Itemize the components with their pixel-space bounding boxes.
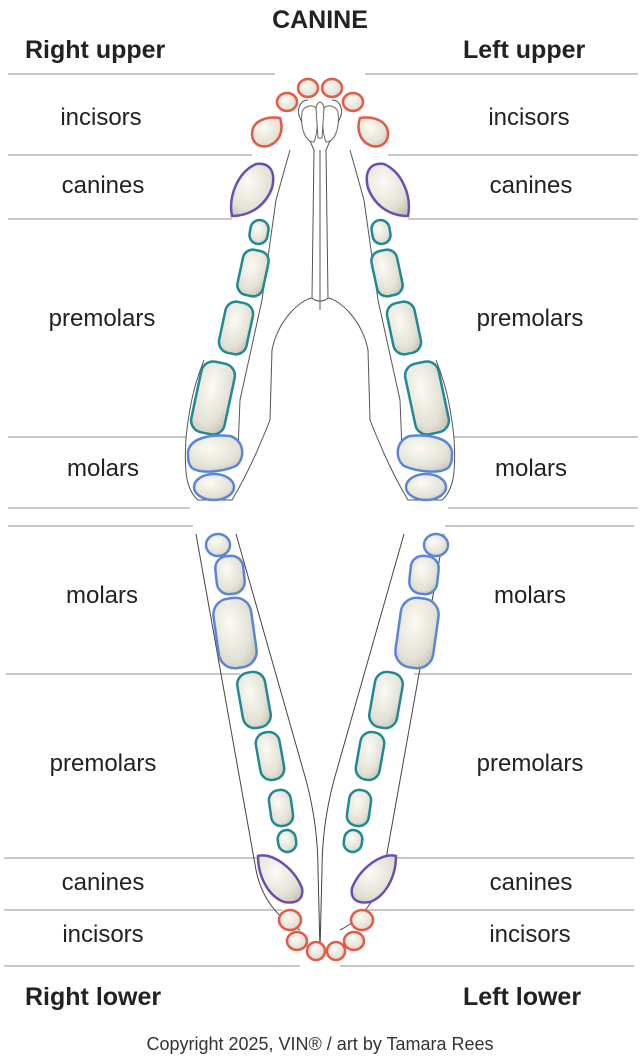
- tooth-ur-molar-1: [186, 434, 244, 473]
- label-lr-premolars: premolars: [49, 750, 157, 777]
- label-ul-premolars: premolars: [476, 305, 584, 332]
- lower-incisors: [277, 908, 375, 962]
- tooth-ul-incisor-3: [357, 116, 390, 148]
- tooth-ul-premolar-3: [385, 300, 423, 356]
- tooth-ll-premolar-1: [342, 828, 364, 854]
- tooth-ll-molar-3: [394, 596, 440, 670]
- tooth-ll-premolar-2: [345, 788, 373, 828]
- tooth-ul-premolar-4: [403, 360, 451, 436]
- tooth-lr-molar-3: [212, 596, 258, 670]
- upper-left-incisors: [320, 77, 390, 148]
- lower-jaw-outline: [195, 533, 445, 951]
- tooth-ll-premolar-4: [368, 670, 404, 730]
- tooth-ur-premolar-4: [189, 360, 237, 436]
- upper-molars: [186, 434, 454, 502]
- tooth-ul-canine: [365, 162, 411, 218]
- tooth-ur-premolar-1: [248, 218, 270, 246]
- tooth-lr-incisor-1: [305, 940, 327, 962]
- upper-canines: [229, 162, 411, 218]
- tooth-ll-incisor-3: [349, 908, 375, 932]
- copyright-text: Copyright 2025, VIN® / art by Tamara Ree…: [146, 1034, 494, 1054]
- header-right-lower: Right lower: [25, 983, 162, 1011]
- divider-lines: [4, 73, 638, 967]
- palate-incisor-outline: [301, 101, 339, 143]
- tooth-lr-canine: [256, 854, 304, 904]
- tooth-ll-molar-2: [408, 554, 440, 596]
- tooth-ul-incisor-2: [341, 91, 365, 113]
- tooth-ll-incisor-2: [342, 930, 366, 952]
- tooth-ur-incisor-1: [296, 77, 320, 99]
- header-left-lower: Left lower: [463, 983, 582, 1011]
- tooth-lr-premolar-2: [267, 788, 295, 828]
- chart-title: CANINE: [272, 6, 368, 34]
- tooth-ur-premolar-2: [236, 248, 270, 298]
- tooth-ll-canine: [350, 854, 398, 904]
- label-ll-molars: molars: [493, 582, 566, 609]
- tooth-lr-premolar-1: [276, 828, 298, 854]
- tooth-ul-molar-1: [396, 434, 454, 473]
- label-lr-canines: canines: [61, 869, 145, 896]
- tooth-ur-incisor-3: [250, 116, 283, 148]
- tooth-ul-molar-2: [404, 472, 448, 502]
- tooth-lr-premolar-3: [254, 730, 286, 782]
- label-ur-premolars: premolars: [48, 305, 156, 332]
- lower-premolars: [236, 670, 404, 854]
- label-ll-canines: canines: [489, 869, 573, 896]
- tooth-lr-incisor-3: [277, 908, 303, 932]
- tooth-ll-premolar-3: [354, 730, 386, 782]
- tooth-ur-molar-2: [192, 472, 236, 502]
- label-ur-molars: molars: [66, 455, 139, 482]
- tooth-lr-molar-1: [204, 532, 232, 558]
- tooth-lr-premolar-4: [236, 670, 272, 730]
- tooth-ur-premolar-3: [217, 300, 255, 356]
- label-ll-incisors: incisors: [489, 921, 571, 948]
- label-ur-canines: canines: [61, 172, 145, 199]
- tooth-lr-molar-2: [214, 554, 246, 596]
- label-ul-molars: molars: [494, 455, 567, 482]
- upper-jaw-outline: [184, 99, 456, 501]
- tooth-ul-premolar-2: [370, 248, 404, 298]
- label-lr-incisors: incisors: [62, 921, 144, 948]
- tooth-lr-incisor-2: [285, 930, 309, 952]
- label-ul-canines: canines: [489, 172, 573, 199]
- lower-canines: [256, 854, 398, 904]
- header-right-upper: Right upper: [25, 36, 166, 64]
- label-ur-incisors: incisors: [60, 104, 142, 131]
- upper-premolars: [189, 218, 451, 436]
- tooth-ul-premolar-1: [370, 218, 392, 246]
- tooth-ur-incisor-2: [275, 91, 299, 113]
- header-left-upper: Left upper: [463, 36, 586, 64]
- label-ul-incisors: incisors: [488, 104, 570, 131]
- lower-molars: [204, 532, 450, 670]
- tooth-ll-incisor-1: [325, 940, 347, 962]
- tooth-ll-molar-1: [422, 532, 450, 558]
- tooth-ur-canine: [229, 162, 275, 218]
- label-ll-premolars: premolars: [476, 750, 584, 777]
- label-lr-molars: molars: [65, 582, 138, 609]
- upper-right-incisors: [250, 77, 320, 148]
- tooth-ul-incisor-1: [320, 77, 344, 99]
